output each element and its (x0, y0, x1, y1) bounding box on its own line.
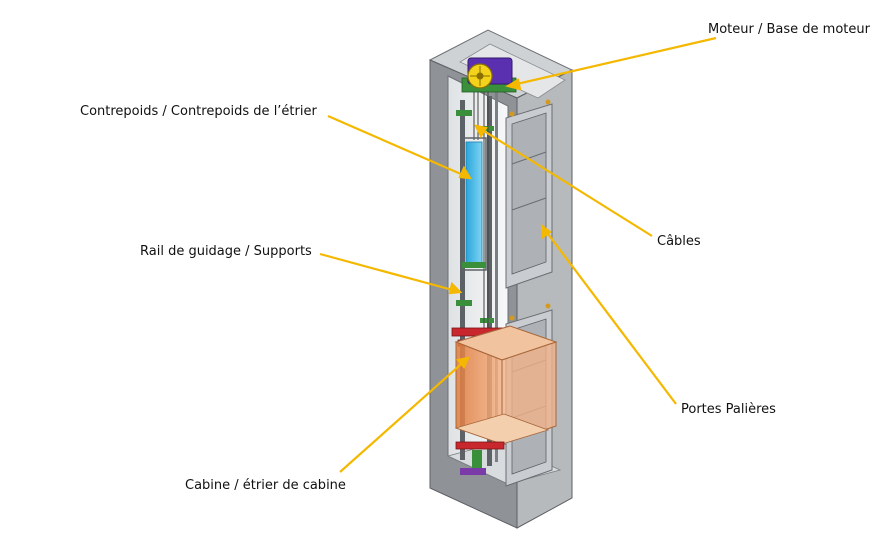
door-hook (509, 315, 515, 321)
leader-line-rail (319, 252, 461, 294)
door-seam (511, 197, 547, 211)
arrowhead (458, 165, 473, 180)
arrowhead (540, 223, 552, 240)
rail-bracket (480, 126, 494, 131)
arrowhead (448, 281, 463, 295)
door-hook (545, 99, 551, 105)
cabin-buffer (472, 450, 482, 468)
label-guide-rail: Rail de guidage / Supports (140, 244, 312, 259)
label-cables: Câbles (657, 234, 701, 249)
door-hook (545, 303, 551, 309)
door-hook (509, 111, 515, 117)
label-counterweight: Contrepoids / Contrepoids de l’étrier (80, 104, 317, 119)
door-panel (511, 112, 547, 275)
counterweight (461, 137, 487, 271)
counterweight-frame (461, 137, 487, 271)
arrowhead (474, 124, 488, 139)
guide-rails (456, 92, 498, 466)
counterweight-block (465, 141, 483, 265)
cabin-floor (454, 413, 550, 445)
landing-door-upper (505, 99, 553, 289)
arrowhead (455, 356, 470, 370)
counterweight-plate (462, 262, 486, 268)
leader-line-cables (475, 125, 653, 237)
guide-rail-back (495, 92, 498, 462)
rail-bracket (480, 318, 494, 323)
leader-line-cabin (339, 357, 469, 473)
leader-line-motor (507, 36, 717, 88)
cabin-buffer-base (460, 468, 486, 475)
guide-rail-right (487, 96, 492, 466)
label-motor: Moteur / Base de moteur (708, 22, 870, 37)
rail-bracket (456, 110, 472, 116)
motor (461, 57, 517, 93)
leader-lines (319, 36, 717, 473)
label-landing-doors: Portes Palières (681, 402, 776, 417)
leader-line-counterweight (327, 114, 471, 180)
label-cabin: Cabine / étrier de cabine (185, 478, 346, 493)
cabin-sling-bottom (455, 441, 505, 450)
cabin (451, 325, 558, 475)
rail-bracket (456, 300, 472, 306)
guide-rail-left (460, 100, 465, 460)
arrowhead (505, 78, 522, 91)
leader-line-doors (541, 225, 677, 405)
